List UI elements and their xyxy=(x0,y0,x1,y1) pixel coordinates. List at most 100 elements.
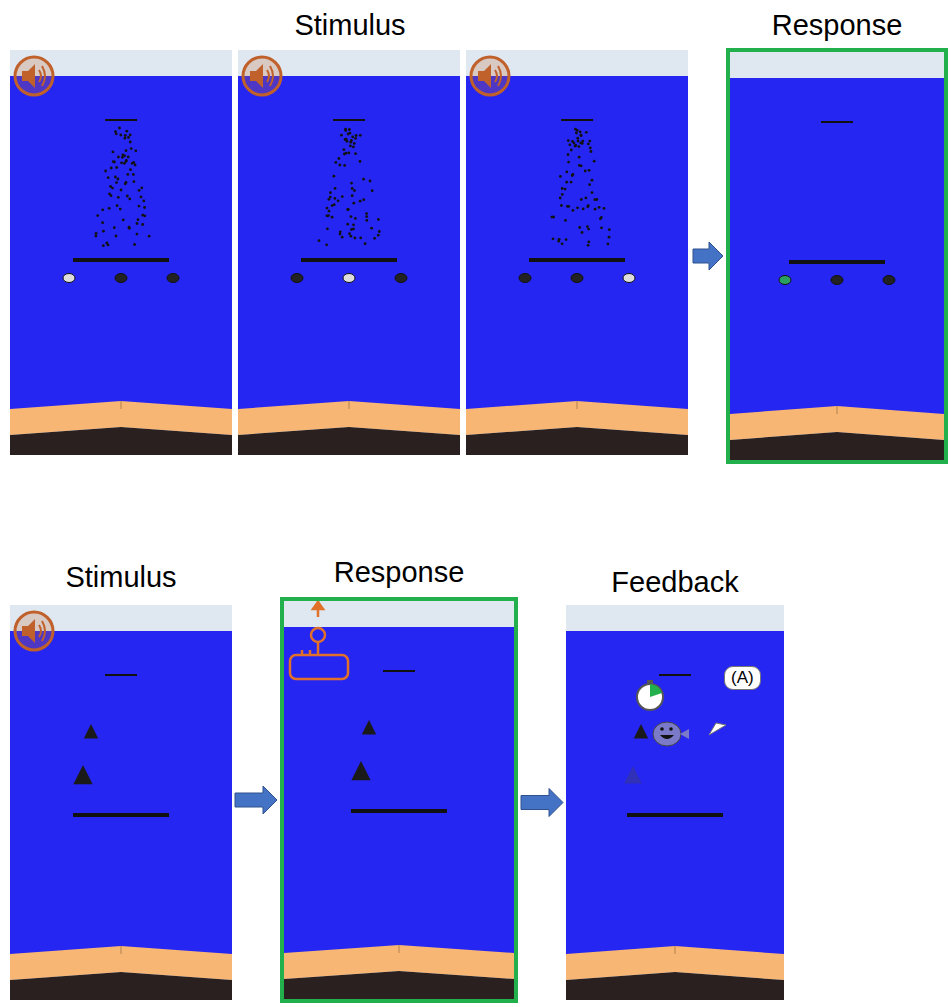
stage-panel-group: Response xyxy=(726,8,948,466)
game-panel xyxy=(466,50,688,455)
falling-dot xyxy=(559,197,562,200)
falling-dot xyxy=(340,134,343,137)
stage-heading: Response xyxy=(280,555,518,589)
falling-dot xyxy=(373,237,376,240)
falling-dot xyxy=(133,243,136,246)
falling-dot xyxy=(575,132,578,135)
falling-dot xyxy=(140,196,143,199)
falling-dot xyxy=(129,141,132,144)
falling-dot xyxy=(580,198,583,201)
falling-dot xyxy=(564,188,567,191)
ball xyxy=(831,276,843,285)
falling-dot xyxy=(600,216,603,219)
falling-dot xyxy=(377,234,380,237)
seabed xyxy=(10,427,232,455)
falling-dot xyxy=(338,157,341,160)
falling-dot xyxy=(348,152,351,155)
falling-dot xyxy=(561,242,564,245)
falling-dot xyxy=(132,173,135,176)
top-marker xyxy=(333,119,365,121)
falling-dot xyxy=(136,233,139,236)
water xyxy=(730,78,944,426)
falling-dot xyxy=(122,219,125,222)
falling-dot xyxy=(125,149,128,152)
game-panel xyxy=(730,52,944,460)
falling-dot xyxy=(128,227,131,230)
falling-dot xyxy=(349,145,352,148)
flow-arrow xyxy=(693,242,723,270)
falling-dot xyxy=(346,208,349,211)
falling-dot xyxy=(126,195,129,198)
timer-icon xyxy=(637,680,663,710)
falling-dot xyxy=(327,214,330,217)
falling-dot xyxy=(125,159,128,162)
ball xyxy=(167,274,179,283)
water xyxy=(284,627,514,965)
falling-dot xyxy=(129,134,132,137)
joystick-icon xyxy=(290,601,348,679)
falling-dot xyxy=(117,178,120,181)
falling-dot xyxy=(133,180,136,183)
falling-dot xyxy=(354,152,357,155)
falling-dot xyxy=(338,164,341,167)
falling-dot xyxy=(585,131,588,134)
falling-dot xyxy=(369,180,372,183)
stage-heading: Feedback xyxy=(566,565,784,599)
falling-dot xyxy=(608,228,611,231)
sky-band xyxy=(566,605,784,635)
falling-dot xyxy=(353,189,356,192)
falling-dot xyxy=(378,230,381,233)
falling-dot xyxy=(101,221,104,224)
falling-dot xyxy=(351,187,354,190)
speech-bubble: (A) xyxy=(724,666,761,690)
falling-dot xyxy=(350,235,353,238)
falling-dot xyxy=(134,149,137,152)
falling-dot xyxy=(352,146,355,149)
bar-line xyxy=(301,258,397,262)
falling-dot xyxy=(350,228,353,231)
falling-dot xyxy=(353,142,356,145)
falling-dot xyxy=(108,207,111,210)
falling-dot xyxy=(350,215,353,218)
falling-dot xyxy=(365,215,368,218)
falling-dot xyxy=(341,236,344,239)
flow-arrow xyxy=(521,789,563,817)
falling-dot xyxy=(557,240,560,243)
seam xyxy=(121,401,122,409)
falling-dot xyxy=(359,237,362,240)
falling-dot xyxy=(565,238,568,241)
falling-dot xyxy=(362,178,365,181)
water xyxy=(238,76,460,421)
falling-dot xyxy=(136,222,139,225)
speaker-icon xyxy=(15,612,53,650)
falling-dot xyxy=(346,223,349,226)
falling-dot xyxy=(574,128,577,131)
falling-dot xyxy=(127,136,130,139)
smiley-fish xyxy=(653,722,689,746)
falling-dot xyxy=(564,219,567,222)
triangle-cue xyxy=(634,724,648,738)
falling-dot xyxy=(325,243,328,246)
falling-dot xyxy=(119,208,122,211)
falling-dot xyxy=(572,209,575,212)
falling-dot xyxy=(586,225,589,228)
stage-heading: Response xyxy=(726,8,948,42)
falling-dot xyxy=(130,147,133,150)
falling-dot xyxy=(567,205,570,208)
falling-dot xyxy=(124,137,127,140)
water xyxy=(466,76,688,421)
bar-line xyxy=(351,809,447,813)
falling-dot xyxy=(576,137,579,140)
ball xyxy=(623,274,635,283)
falling-dot xyxy=(328,198,331,201)
falling-dot xyxy=(95,235,98,238)
falling-dot xyxy=(345,138,348,141)
triangle-cue xyxy=(624,766,642,784)
falling-dot xyxy=(347,208,350,211)
falling-dot xyxy=(593,160,596,163)
falling-dot xyxy=(96,214,99,217)
bar-line xyxy=(73,813,169,817)
stage-panel-group: Stimulus xyxy=(10,8,690,458)
seam xyxy=(349,401,350,409)
falling-dot xyxy=(138,205,141,208)
